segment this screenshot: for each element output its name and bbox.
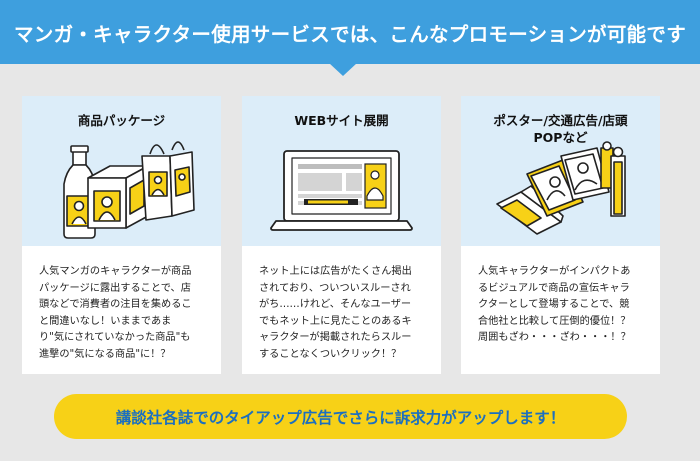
card-description: ネット上には広告がたくさん掲出 されており、ついついスルーされ がち……けれど、… xyxy=(259,266,412,360)
card-description: 人気キャラクターがインパクトあ るビジュアルで商品の宣伝キャラ クターとして登場… xyxy=(478,266,631,344)
banner-title: マンガ・キャラクター使用サービスでは、こんなプロモーションが可能です xyxy=(13,22,687,46)
header-banner: マンガ・キャラクター使用サービスでは、こんなプロモーションが可能です xyxy=(0,0,700,64)
tie-up-cta-button[interactable]: 講談社各誌でのタイアップ広告でさらに訴求力がアップします！ xyxy=(54,394,627,439)
card-package: 商品パッケージ xyxy=(22,96,221,374)
cta-label: 講談社各誌でのタイアップ広告でさらに訴求力がアップします！ xyxy=(115,408,566,427)
laptop-icon xyxy=(270,150,413,231)
card-title: 商品パッケージ xyxy=(77,113,166,128)
package-icon xyxy=(63,141,195,239)
banner-pointer xyxy=(329,63,357,76)
poster-icon xyxy=(496,141,626,235)
card-title: ポスター/交通広告/店頭 POPなど xyxy=(493,113,628,145)
card-description: 人気マンガのキャラクターが商品 パッケージに露出することで、店 頭などで消費者の… xyxy=(39,266,192,360)
card-poster: ポスター/交通広告/店頭 POPなど 人気キャラクターがインパクトあ るビジュア… xyxy=(461,96,660,374)
card-title: WEBサイト展開 xyxy=(294,113,389,128)
card-web: WEBサイト展開 ネット上には広告がたくさん掲出 されており、ついついスルーされ… xyxy=(242,96,441,374)
